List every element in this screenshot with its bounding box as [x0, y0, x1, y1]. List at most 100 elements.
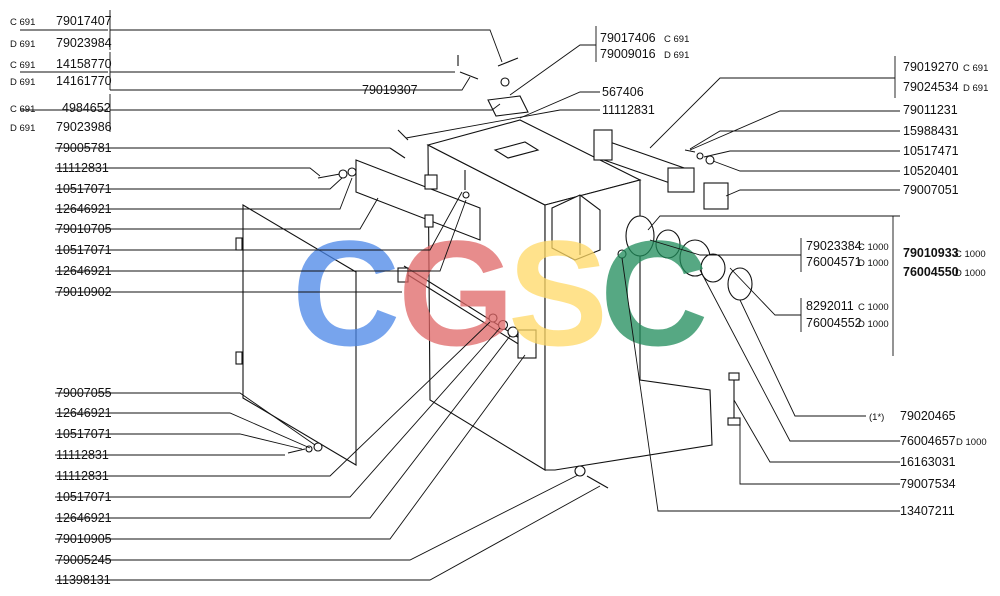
- pipe-flange-right: [667, 167, 695, 193]
- cross-bracket: [355, 159, 481, 241]
- part-number: 79017406: [600, 31, 656, 45]
- part-number: 12646921: [56, 202, 112, 216]
- screw-11112831: [397, 129, 409, 141]
- panel-hinge-bottom: [235, 351, 243, 365]
- part-number: 79007055: [56, 386, 112, 400]
- model-code: D 691: [664, 50, 689, 61]
- lever-handle: [497, 57, 519, 67]
- part-number: 11112831: [56, 469, 109, 483]
- cylinder-housing: [625, 215, 655, 257]
- part-number: 79009016: [600, 47, 656, 61]
- shaft-bracket: [517, 329, 537, 359]
- bolt-shank: [317, 173, 341, 179]
- part-number: 79010705: [56, 222, 112, 236]
- shaft-washer: [497, 319, 509, 331]
- shaft-end-block: [397, 267, 409, 283]
- part-number: 8292011: [806, 299, 854, 313]
- part-number: 79010933: [903, 246, 959, 260]
- part-number: 76004550: [903, 265, 959, 279]
- part-number: 79011231: [903, 103, 958, 117]
- part-number: 79023984: [56, 36, 112, 50]
- bolt-washer: [338, 169, 348, 179]
- part-number: 14158770: [56, 57, 112, 71]
- model-code: D 1000: [956, 437, 987, 448]
- bottom-bolt-11398131: [586, 475, 609, 489]
- watermark-c-blue: C: [292, 209, 400, 377]
- watermark-g-red: G: [398, 209, 515, 377]
- bracket-foot: [424, 214, 434, 228]
- model-code: C 691: [10, 104, 35, 115]
- model-code: C 691: [10, 17, 35, 28]
- watermark-logo: C G S C: [292, 209, 708, 377]
- latch-plate: [487, 95, 529, 117]
- part-number: 79017407: [56, 14, 112, 28]
- part-number: 10517071: [56, 243, 112, 257]
- panel-hinge-top: [235, 237, 243, 251]
- panel-bolt: [287, 448, 306, 454]
- model-code: D 1000: [955, 268, 986, 279]
- panel-washer: [313, 442, 323, 452]
- watermark-s-yellow: S: [508, 209, 608, 377]
- model-code: C 1000: [858, 242, 889, 253]
- part-number: 79020465: [900, 409, 956, 423]
- housing-opening: [493, 141, 540, 159]
- part-number: 4984652: [62, 101, 111, 115]
- part-number: 79005781: [56, 141, 112, 155]
- model-code: D 691: [10, 39, 35, 50]
- flange-gasket-79007051: [703, 182, 729, 210]
- part-number: 11112831: [602, 103, 655, 117]
- cylinder-cap: [700, 253, 726, 283]
- drawing: [235, 55, 753, 489]
- part-number: 11112831: [56, 161, 109, 175]
- long-shaft: [399, 269, 521, 346]
- part-number: 14161770: [56, 74, 112, 88]
- model-code: D 1000: [858, 319, 889, 330]
- pipe-flange-left: [593, 129, 613, 161]
- part-number: 79023986: [56, 120, 112, 134]
- part-number: 12646921: [56, 264, 112, 278]
- model-code: D 1000: [858, 258, 889, 269]
- bolt-head-16163031: [728, 372, 740, 381]
- model-code: C 691: [664, 34, 689, 45]
- part-number: 79024534: [903, 80, 959, 94]
- pin-79005781: [389, 147, 406, 159]
- part-number: 76004657: [900, 434, 956, 448]
- part-number: 79005245: [56, 553, 112, 567]
- part-number: 10517071: [56, 427, 112, 441]
- part-number: 79007051: [903, 183, 959, 197]
- part-number: 10517471: [903, 144, 959, 158]
- model-code: D 691: [10, 123, 35, 134]
- spacer-79007534: [727, 417, 741, 426]
- part-number: 567406: [602, 85, 644, 99]
- end-cover: [727, 267, 753, 301]
- part-number: 12646921: [56, 406, 112, 420]
- part-number: 76004552: [806, 316, 862, 330]
- part-labels: C 691 79017407 D 691 79023984 C 691 1415…: [10, 14, 988, 587]
- part-number: 79010905: [56, 532, 112, 546]
- part-number: 10517071: [56, 490, 112, 504]
- part-number: 79010902: [56, 285, 112, 299]
- part-number: 79019270: [903, 60, 959, 74]
- shaft-spring-washer: [507, 326, 519, 338]
- part-number: 10517071: [56, 182, 112, 196]
- lever-pivot: [500, 77, 510, 87]
- leader-lines: [20, 10, 900, 581]
- part-number: 15988431: [903, 124, 959, 138]
- part-number: 79023384: [806, 239, 862, 253]
- part-number: 11112831: [56, 448, 109, 462]
- stud-nut: [462, 191, 470, 199]
- panel-spring-washer: [305, 445, 313, 453]
- part-number: 76004571: [806, 255, 862, 269]
- footnote-marker: (1*): [869, 412, 884, 423]
- part-number: 12646921: [56, 511, 112, 525]
- model-code: C 691: [963, 63, 988, 74]
- cylinder-ring: [655, 229, 681, 259]
- model-code: C 1000: [858, 302, 889, 313]
- bracket-tab: [424, 174, 438, 190]
- part-number: 11398131: [56, 573, 111, 587]
- model-code: C 691: [10, 60, 35, 71]
- part-number: 16163031: [900, 455, 956, 469]
- washer-10520401: [705, 155, 715, 165]
- bottom-washer-79005245: [574, 465, 586, 477]
